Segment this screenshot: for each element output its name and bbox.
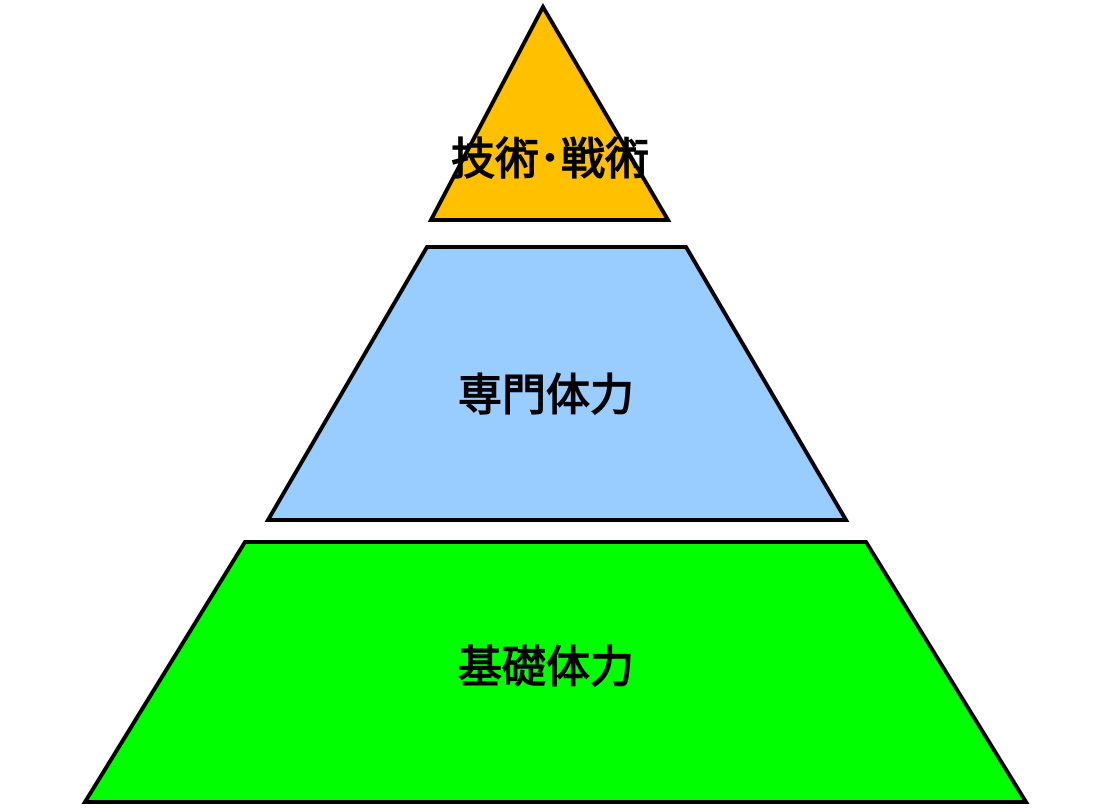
- tier-bottom-shape: [81, 540, 1030, 804]
- tier-bottom: 基礎体力: [81, 540, 1030, 804]
- tier-middle-label: 専門体力: [458, 370, 634, 421]
- tier-bottom-label: 基礎体力: [458, 642, 634, 693]
- tier-middle: 専門体力: [264, 245, 850, 522]
- tier-top-label: 技術･戦術: [451, 134, 649, 185]
- tier-top-shape: [427, 2, 672, 222]
- tier-top: 技術･戦術: [427, 2, 672, 222]
- tier-middle-shape: [264, 245, 850, 522]
